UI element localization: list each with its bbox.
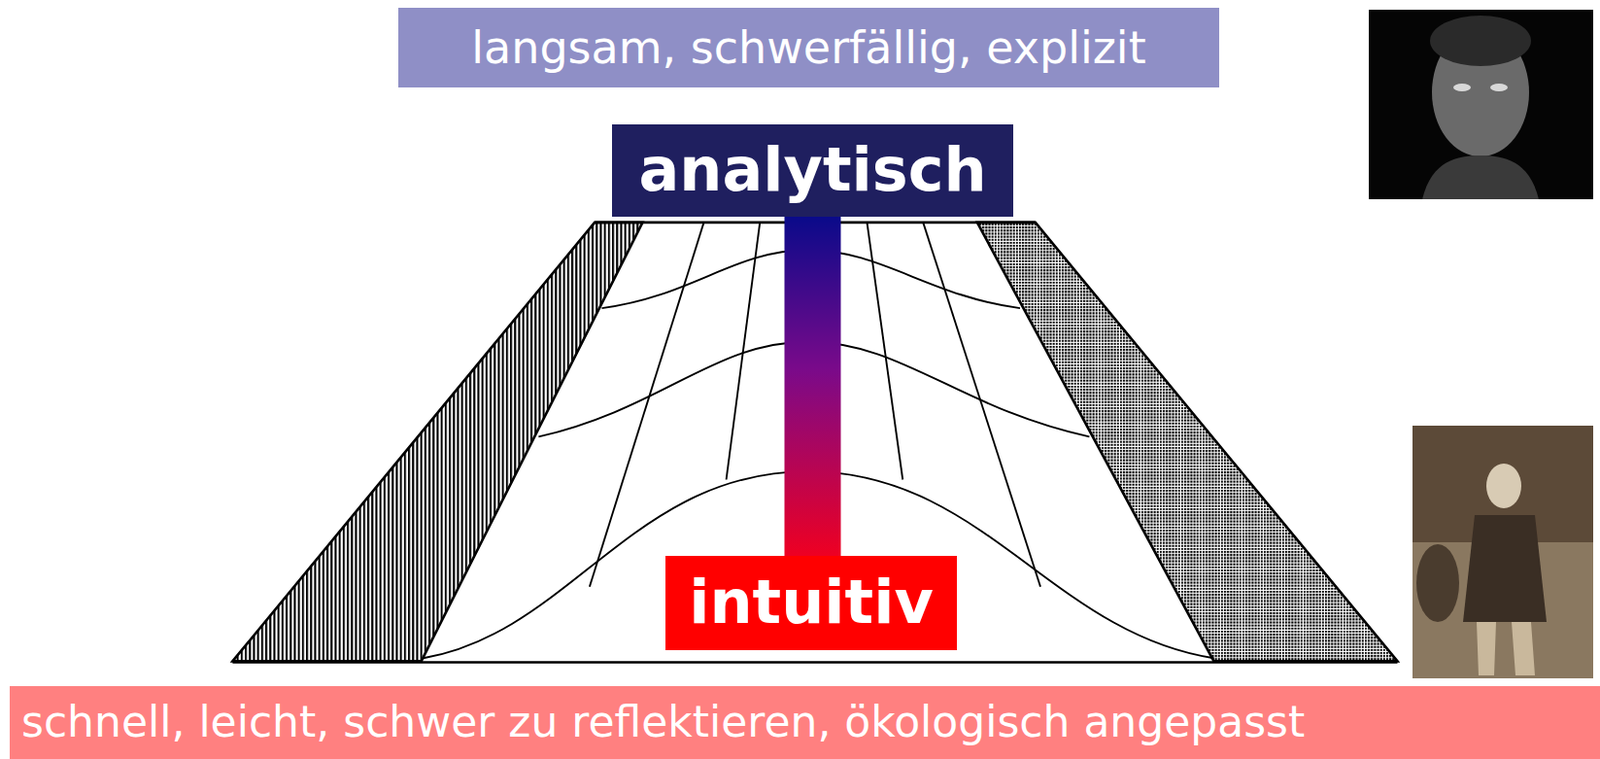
bar-body xyxy=(784,216,842,556)
node-label: langsam, schwerfällig, explizit xyxy=(471,23,1146,73)
analytic-box: analytisch xyxy=(612,124,1014,217)
fast-band: schnell, leicht, schwer zu reflektieren,… xyxy=(9,685,1600,759)
node-label: schnell, leicht, schwer zu reflektieren,… xyxy=(21,698,1305,746)
bottom-edge xyxy=(232,660,1397,664)
node-label: analytisch xyxy=(638,136,987,204)
portrait-photo xyxy=(1368,9,1594,200)
hatched-strip xyxy=(232,222,643,661)
slow-band: langsam, schwerfällig, explizit xyxy=(398,7,1220,88)
intuitive-box: intuitiv xyxy=(665,555,957,650)
gradient-bar xyxy=(784,216,842,556)
dotted-strip xyxy=(977,222,1398,661)
engraving-portrait xyxy=(1412,425,1594,679)
node-label: intuitiv xyxy=(688,569,934,636)
